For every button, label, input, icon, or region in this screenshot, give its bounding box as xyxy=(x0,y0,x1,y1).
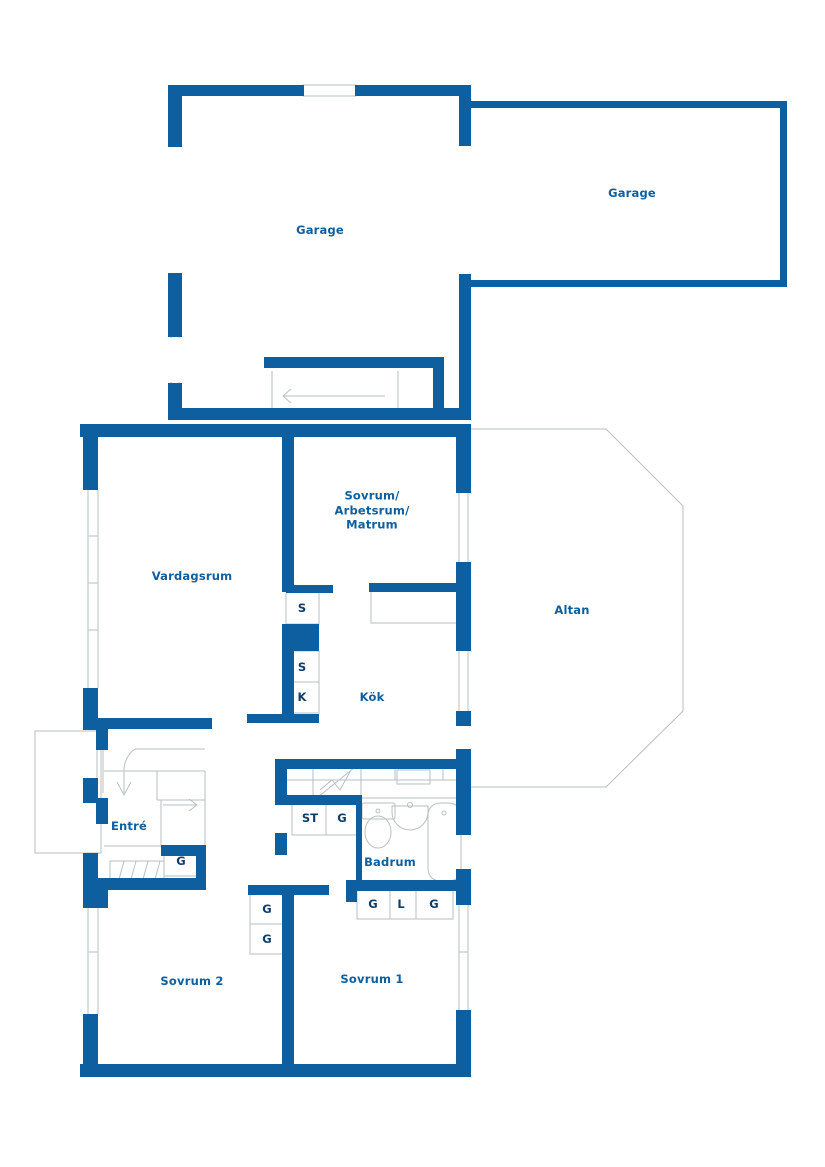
closet-label-g-upper: G xyxy=(262,902,272,916)
wall-garage2-right xyxy=(780,101,787,287)
wall-house-right-1 xyxy=(456,424,471,493)
closet-label-st: ST xyxy=(301,811,319,825)
hall-divider-lines xyxy=(271,371,399,413)
wall-garage-right-lower xyxy=(459,274,471,346)
wall-livingroom-divider-upper xyxy=(282,424,294,592)
wall-passage-right xyxy=(433,357,444,419)
wall-closet-block-filled xyxy=(286,624,319,651)
door-swing-arrowhead xyxy=(116,781,132,797)
wall-passage-outer-right xyxy=(459,346,471,420)
wall-house-right-6 xyxy=(456,805,471,835)
wall-closet-top-stub xyxy=(286,585,333,593)
wall-house-top xyxy=(80,424,471,437)
wall-house-left-3 xyxy=(83,778,98,803)
closet-label-s-mid: S xyxy=(297,660,307,674)
entre-partition-step xyxy=(156,771,205,801)
wall-bath-left-lower xyxy=(275,833,287,855)
wall-house-right-7 xyxy=(456,869,471,905)
wall-bath-bottom xyxy=(346,880,461,891)
wall-garage-left-upper xyxy=(168,85,182,147)
direction-arrow-left xyxy=(282,388,385,404)
wall-house-left-1 xyxy=(83,424,98,490)
wall-garage2-bottom xyxy=(471,280,787,287)
wall-bath-bottom-left-stub xyxy=(346,880,357,902)
thin-linework xyxy=(34,84,684,1014)
toilet-bowl xyxy=(364,815,392,849)
shoe-rack-hatching xyxy=(117,860,161,884)
kitchen-counter-outline xyxy=(370,588,463,624)
door-openings xyxy=(169,86,355,382)
wall-bedroom1-closet-top xyxy=(282,885,329,895)
wall-hall-top xyxy=(275,759,462,769)
direction-arrow-right xyxy=(163,798,198,812)
entre-partition-right xyxy=(160,771,206,846)
closet-label-g-entre: G xyxy=(176,854,186,868)
wall-garage2-top xyxy=(471,101,787,108)
wall-house-right-5 xyxy=(456,749,471,805)
wall-bedroom2-closet-top xyxy=(248,885,294,895)
wall-kitchen-counter-back xyxy=(369,583,461,592)
wall-garage-bottom xyxy=(168,408,471,420)
wall-house-left-2 xyxy=(83,688,98,730)
wall-entre-bottom xyxy=(96,878,206,890)
window-left-livingroom xyxy=(87,490,99,688)
wall-house-left-5 xyxy=(83,1014,98,1077)
window-right-office xyxy=(458,493,469,562)
wall-entre-closet-top xyxy=(161,845,206,856)
closet-label-l-bed1: L xyxy=(397,897,405,911)
wall-garage-left-mid xyxy=(168,273,182,337)
window-right-kitchen xyxy=(458,651,469,711)
closet-label-g-bed1-a: G xyxy=(368,897,378,911)
bathtub-drain xyxy=(441,810,447,816)
wall-hall-left-vert xyxy=(275,759,287,805)
wall-entre-closet-right xyxy=(196,845,206,889)
closet-label-g-lower: G xyxy=(262,932,272,946)
wall-bedroom-divider xyxy=(282,885,294,1077)
wall-house-right-2 xyxy=(456,562,471,576)
window-right-bedroom1 xyxy=(458,905,469,1010)
cabinet-dividers xyxy=(312,766,444,798)
wall-entre-left-stub xyxy=(96,729,108,750)
wall-passage-top xyxy=(264,357,444,368)
wall-bath-top-left xyxy=(275,795,359,805)
washbasin-tap xyxy=(407,802,413,808)
wall-garage-top-right xyxy=(355,85,471,96)
window-left-bedroom2 xyxy=(87,908,99,1014)
toilet-cistern xyxy=(361,802,396,820)
opening-garage-side-door xyxy=(169,338,181,382)
toilet-flush-button xyxy=(375,808,381,814)
opening-garage-door-top xyxy=(304,86,355,95)
wall-house-bottom xyxy=(80,1064,471,1077)
door-swing-arc xyxy=(123,748,205,793)
washbasin-bowl xyxy=(391,805,429,831)
closet-label-k: K xyxy=(297,690,307,704)
wall-garage-top-left xyxy=(168,85,304,96)
entre-porch-outline xyxy=(34,730,102,854)
closet-label-g-bed1-b: G xyxy=(429,897,439,911)
wall-garage-right-upper xyxy=(459,96,471,146)
wall-house-right-8 xyxy=(456,1010,471,1077)
altan-outline xyxy=(470,428,684,788)
closet-label-s-top: S xyxy=(297,601,307,615)
stove-symbol xyxy=(396,769,431,785)
closet-label-g-hall: G xyxy=(337,811,347,825)
wall-house-right-3 xyxy=(456,576,471,651)
walls xyxy=(80,85,787,1077)
wall-entre-left-mid xyxy=(96,798,108,824)
wall-hall-stub xyxy=(249,714,294,723)
wall-house-left-4 xyxy=(83,853,98,908)
wall-entre-top xyxy=(96,718,212,729)
wall-house-right-4 xyxy=(456,711,471,726)
window-left-mullions xyxy=(88,535,98,631)
wall-bath-divider xyxy=(356,795,362,891)
